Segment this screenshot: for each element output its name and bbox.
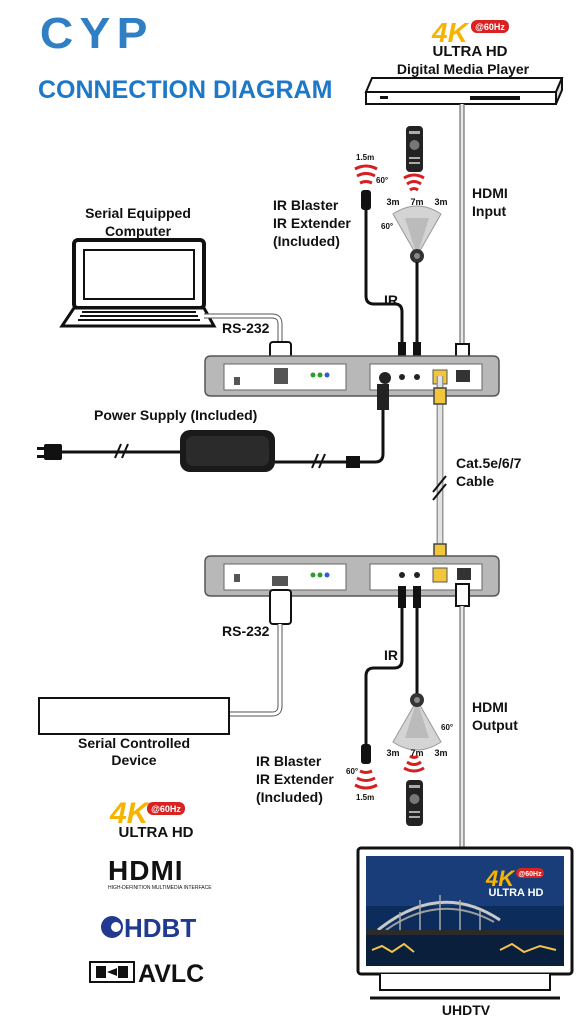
cable-label-1: Cat.5e/6/7 [456, 455, 522, 471]
logo-hdmi-sub: HIGH-DEFINITION MULTIMEDIA INTERFACE [108, 885, 212, 891]
ir-blaster-top-length: 1.5m [356, 153, 374, 162]
uhdtv [356, 846, 574, 1000]
logo-hdbt-text: HDBT [124, 913, 196, 943]
hdbaset-receiver [204, 555, 500, 597]
page-title: CONNECTION DIAGRAM [38, 76, 332, 104]
ir-blaster-bottom-label-1: IR Blaster [256, 753, 322, 769]
ir-blaster-top-cable [364, 210, 404, 368]
ir-plug-bottom-2 [413, 586, 421, 608]
serial-device-label-1: Serial Controlled [78, 735, 190, 751]
logo-uhd-4k: 4K [109, 797, 151, 830]
ir-blaster-bottom [354, 744, 378, 790]
hdmi-plug-bottom [455, 583, 470, 607]
logo-uhd-ultra: ULTRA HD [119, 824, 194, 841]
ir-blaster-top-label-1: IR Blaster [273, 197, 339, 213]
ir-bottom-range-left: 3m [386, 748, 399, 758]
ir-bottom-range-angle: 60° [441, 723, 453, 732]
hdmi-input-label-2: Input [472, 203, 507, 219]
tv-label: UHDTV [442, 1002, 491, 1018]
ir-top-label: IR [384, 292, 398, 308]
serial-controlled-device [38, 697, 230, 735]
power-adapter [180, 430, 275, 472]
ir-bottom-range-right: 3m [434, 748, 447, 758]
ir-blaster-bottom-length: 1.5m [356, 793, 374, 802]
ir-top-range-mid: 7m [410, 197, 423, 207]
ir-bottom-range-mid: 7m [410, 748, 423, 758]
hdmi-input-label-1: HDMI [472, 185, 508, 201]
rs232-top-label: RS-232 [222, 320, 270, 336]
media-player-label: Digital Media Player [397, 61, 530, 77]
ir-top-range-right: 3m [434, 197, 447, 207]
ir-blaster-top-label-3: (Included) [273, 233, 340, 249]
ir-receiver-range-top [392, 205, 442, 263]
rs232-top-cable [204, 314, 282, 346]
logo-hdmi: HDMI HIGH-DEFINITION MULTIMEDIA INTERFAC… [108, 855, 212, 891]
ir-remote-top [403, 126, 425, 192]
rs232-bottom-label: RS-232 [222, 623, 270, 639]
ir-top-range-angle: 60° [381, 222, 393, 231]
cyp-logo: CYP [40, 8, 154, 58]
hdmi-output-label-1: HDMI [472, 699, 508, 715]
rs232-bottom-cable [230, 624, 282, 716]
top-4k-badge: 4K @60Hz ULTRA HD [431, 17, 509, 60]
computer-label-2: Computer [105, 223, 172, 239]
ir-plug-bottom-1 [398, 586, 406, 608]
tv-badge-ultra: ULTRA HD [489, 887, 544, 899]
ir-blaster-bottom-angle: 60° [346, 767, 358, 776]
tv-4k-badge: 4K @60Hz ULTRA HD [485, 866, 544, 899]
ir-blaster-bottom-cable [364, 608, 404, 744]
ir-plug-top-1 [398, 342, 406, 364]
ir-blaster-bottom-label-3: (Included) [256, 789, 323, 805]
ir-blaster-bottom-label-2: IR Extender [256, 771, 334, 787]
ir-top-range-left: 3m [386, 197, 399, 207]
laptop-computer [59, 238, 217, 328]
tv-badge-4k: 4K [485, 866, 516, 891]
top-badge-ultra: ULTRA HD [433, 43, 508, 60]
computer-label-1: Serial Equipped [85, 205, 191, 221]
ir-bottom-label: IR [384, 647, 398, 663]
power-cord-to-unit [360, 388, 385, 464]
logo-hdbaset: HDBT [101, 913, 196, 943]
rj45-top [433, 387, 447, 405]
logo-avlc-text: AVLC [138, 960, 204, 988]
db9-connector-bottom [269, 589, 292, 625]
tv-badge-hz: @60Hz [518, 871, 542, 878]
cable-label-2: Cable [456, 473, 494, 489]
ir-blaster-top-label-2: IR Extender [273, 215, 351, 231]
ir-receiver-range-bottom [392, 693, 442, 751]
ir-blaster-top-angle: 60° [376, 176, 388, 185]
dc-plug [377, 384, 389, 410]
power-plug [37, 444, 62, 460]
ir-remote-bottom [403, 754, 425, 826]
logo-4k-ultra-hd: 4K @60Hz ULTRA HD [109, 797, 194, 841]
top-badge-4k: 4K [431, 17, 470, 48]
cyp-logo-text: CYP [40, 8, 154, 58]
ir-plug-top-2 [413, 342, 421, 364]
media-player-device [364, 77, 564, 105]
serial-device-label-2: Device [111, 752, 156, 768]
ir-blaster-top [354, 164, 378, 210]
hdmi-output-label-2: Output [472, 717, 518, 733]
hdbaset-transmitter [204, 355, 500, 397]
logo-avlc: AVLC [89, 960, 204, 988]
logo-uhd-hz: @60Hz [151, 804, 181, 814]
top-badge-hz: @60Hz [475, 22, 505, 32]
logo-hdmi-text: HDMI [108, 855, 184, 886]
power-supply-label: Power Supply (Included) [94, 407, 257, 423]
